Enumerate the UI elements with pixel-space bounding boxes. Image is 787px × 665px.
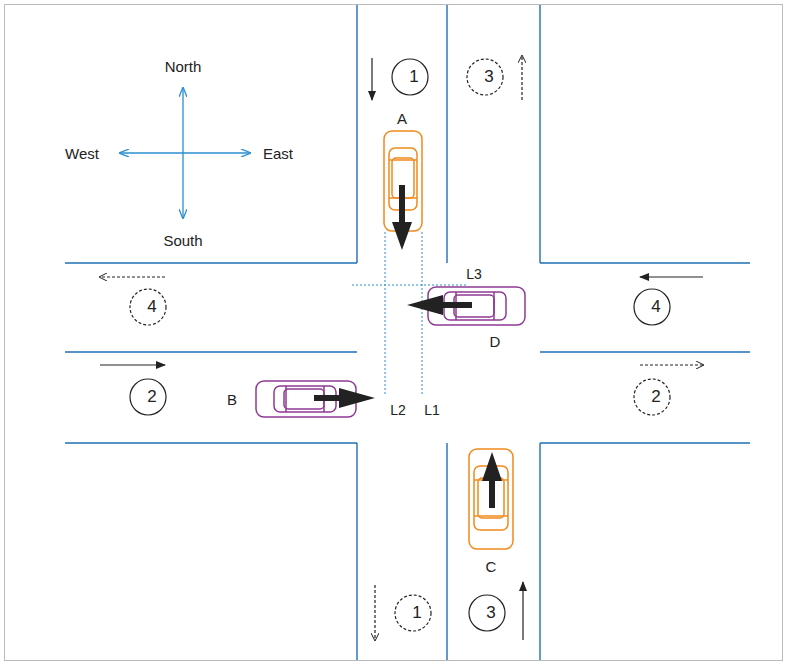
line-label: L3 (465, 266, 483, 282)
lane-number: 3 (468, 594, 514, 632)
car-c (469, 449, 513, 549)
lane-number: 4 (129, 288, 175, 326)
lane-circle: 1 (391, 58, 437, 96)
compass-label: East (263, 145, 293, 162)
heading-arrows (314, 185, 502, 508)
compass-label: South (163, 232, 202, 249)
vehicle-label: A (397, 110, 407, 127)
lane-number: 2 (633, 378, 679, 416)
vehicle-label: C (486, 558, 497, 575)
lane-circle: 2 (633, 378, 679, 416)
vehicle-label: B (227, 391, 237, 408)
flow-arrows (100, 56, 703, 640)
line-label: L2 (389, 402, 407, 418)
line-label: L1 (423, 402, 441, 418)
lane-circle: 2 (129, 378, 175, 416)
frame (5, 5, 783, 661)
compass-label: North (165, 58, 202, 75)
lane-circle: 3 (468, 594, 514, 632)
car-a (384, 131, 422, 231)
lane-circle: 4 (633, 288, 679, 326)
lane-number: 1 (394, 594, 440, 632)
lane-circle: 3 (466, 58, 512, 96)
lane-circle: 1 (394, 594, 440, 632)
lane-number: 1 (391, 58, 437, 96)
compass-label: West (65, 145, 99, 162)
compass (120, 88, 250, 218)
vehicle-label: D (490, 333, 501, 350)
lane-number: 3 (466, 58, 512, 96)
lane-circle: 4 (129, 288, 175, 326)
road-edges (65, 5, 750, 660)
lane-number: 2 (129, 378, 175, 416)
lane-number: 4 (633, 288, 679, 326)
